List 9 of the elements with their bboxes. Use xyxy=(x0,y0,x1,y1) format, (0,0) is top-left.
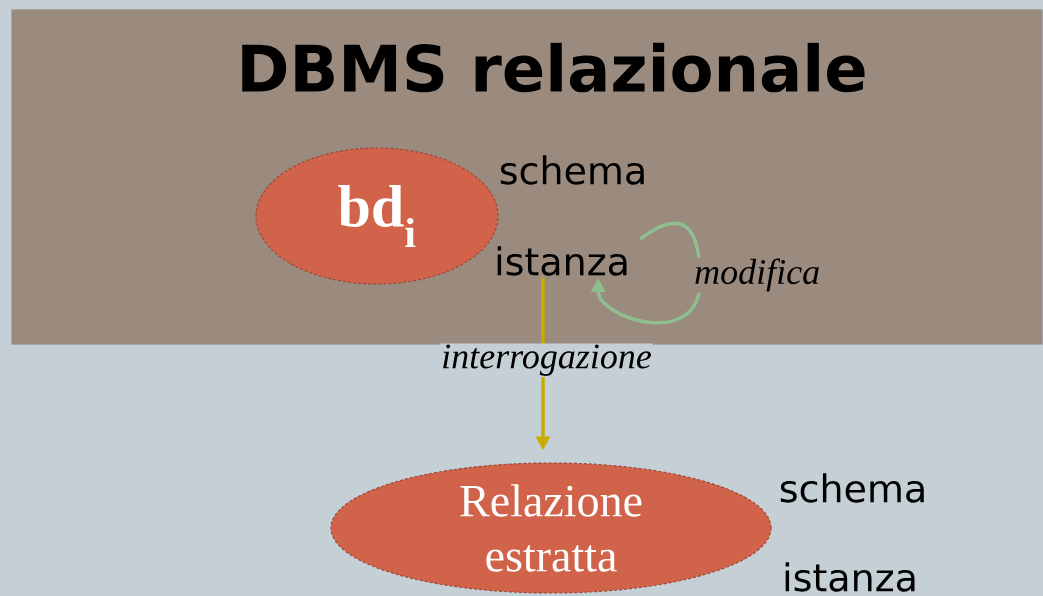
label: istanza xyxy=(497,246,627,276)
heading: DBMS relazionale xyxy=(242,42,865,93)
edge-label: interrogazione xyxy=(440,343,653,377)
label: istanza xyxy=(785,562,915,592)
panel xyxy=(11,9,1043,345)
loop-arrow xyxy=(590,221,702,325)
edge-label: modifica xyxy=(693,257,822,293)
label: schema xyxy=(780,473,924,503)
label: schema xyxy=(500,155,644,185)
